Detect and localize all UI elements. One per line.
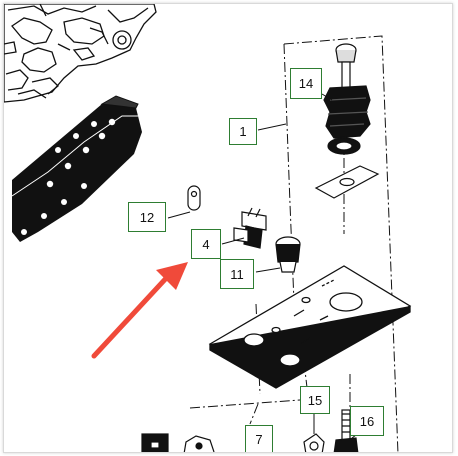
- callout-label: 4: [202, 236, 210, 252]
- callout-14: 14: [290, 68, 322, 99]
- callout-1: 1: [229, 118, 257, 145]
- callout-16: 16: [350, 406, 384, 436]
- machine-housing-drawing: [4, 4, 157, 103]
- exploded-parts-diagram: [4, 4, 412, 452]
- callout-4: 4: [191, 229, 221, 259]
- switch-drawing: [233, 207, 267, 249]
- pin-drawing: [187, 185, 201, 211]
- diagram-frame: 1 4 7 11 12 14 15 16: [3, 3, 453, 453]
- callout-label: 1: [239, 124, 247, 139]
- joystick-drawing: [314, 43, 380, 199]
- callout-label: 7: [255, 432, 263, 447]
- callout-7: 7: [245, 425, 273, 452]
- button-part-drawing: [275, 236, 301, 273]
- leader-lines: [167, 93, 361, 439]
- bracket-drawing: [11, 95, 142, 242]
- callout-label: 11: [230, 266, 244, 282]
- bottom-parts-drawing: [141, 409, 359, 452]
- callout-12: 12: [128, 202, 166, 232]
- callout-label: 14: [298, 76, 314, 91]
- mounting-plate-drawing: [208, 265, 412, 389]
- callout-label: 12: [139, 209, 155, 225]
- callout-label: 15: [307, 392, 323, 408]
- callout-15: 15: [300, 386, 330, 414]
- callout-label: 16: [359, 413, 375, 429]
- arrow-icon: [91, 262, 188, 359]
- callout-11: 11: [220, 259, 254, 289]
